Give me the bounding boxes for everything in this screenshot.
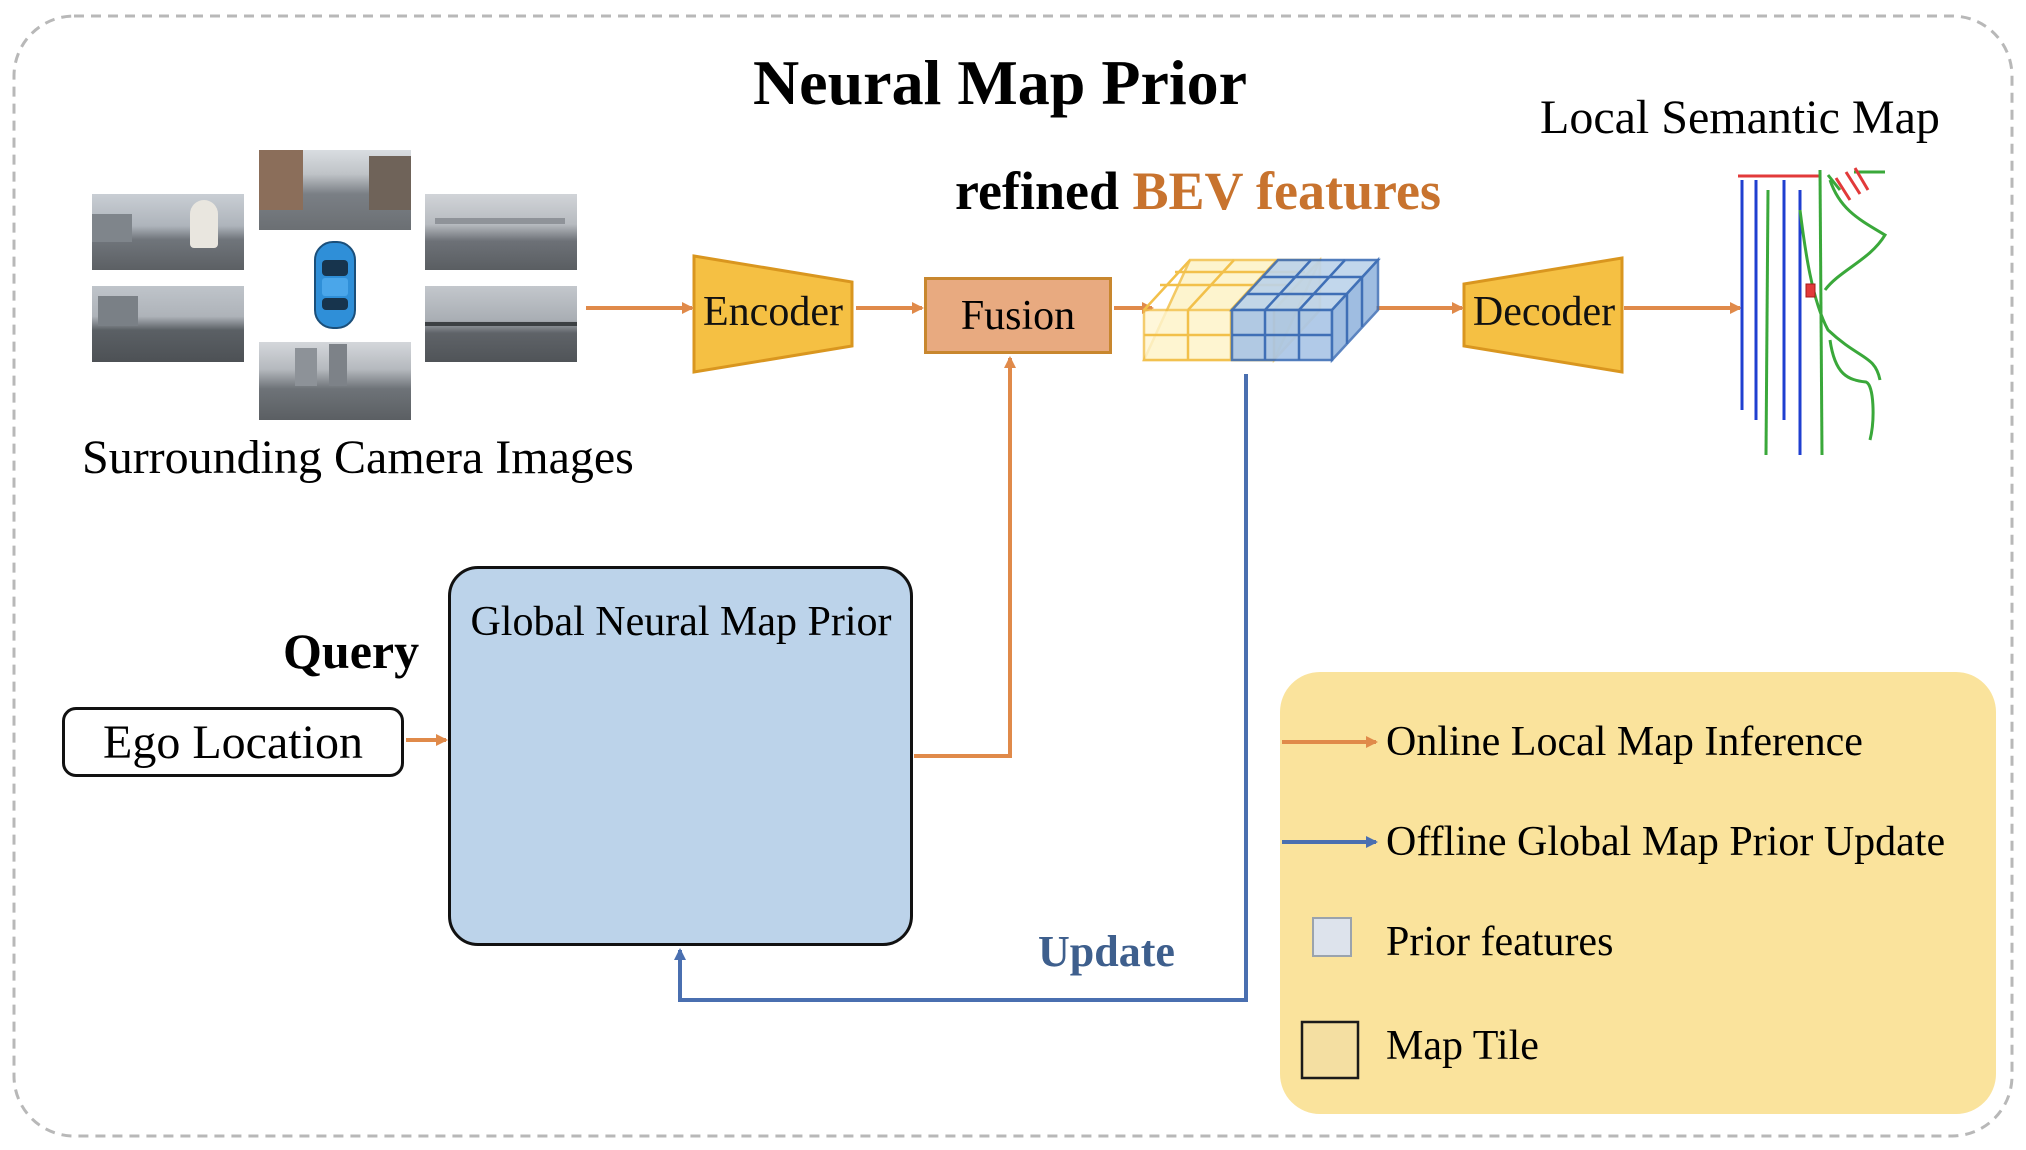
fusion-label: Fusion <box>960 292 1076 339</box>
bev-features-label: refined BEV features <box>955 160 1441 222</box>
legend-prior-features-swatch <box>1312 917 1352 957</box>
outer-frame <box>12 14 2014 1138</box>
legend-symbols <box>1282 736 1378 1080</box>
encoder-label: Encoder <box>703 289 843 335</box>
arrow-bev-to-prior-update <box>674 374 1248 1002</box>
ego-location-label: Ego Location <box>103 715 363 769</box>
legend-label-offline: Offline Global Map Prior Update <box>1386 819 1946 865</box>
global-neural-map-prior-label: Global Neural Map Prior <box>470 599 892 645</box>
decoder-label: Decoder <box>1472 289 1616 335</box>
ego-location-box: Ego Location <box>62 707 404 777</box>
query-label: Query <box>283 623 420 679</box>
legend-label-map-tile: Map Tile <box>1386 1023 1539 1069</box>
bev-feature-cube-refined <box>1229 256 1381 364</box>
car-icon <box>314 241 356 329</box>
bev-label-prefix: refined <box>955 161 1119 221</box>
bev-label-accent: BEV features <box>1132 161 1441 221</box>
diagram-title: Neural Map Prior <box>752 47 1248 118</box>
arrow-prior-to-fusion <box>914 356 1016 758</box>
camera-image-front <box>259 150 411 230</box>
camera-image-front-right <box>425 194 577 270</box>
global-neural-map-prior-panel <box>448 566 913 946</box>
local-semantic-map-drawing <box>1738 167 1888 456</box>
legend-label-online: Online Local Map Inference <box>1386 719 1863 765</box>
legend-label-prior-features: Prior features <box>1386 919 1614 965</box>
legend-map-tile-swatch <box>1300 1020 1360 1080</box>
fusion-block: Fusion <box>924 277 1112 354</box>
local-semantic-map-label: Local Semantic Map <box>1540 91 1940 144</box>
encoder-block <box>692 254 854 374</box>
camera-images-label: Surrounding Camera Images <box>82 431 634 484</box>
camera-image-back <box>259 342 411 420</box>
decoder-block <box>1462 256 1624 374</box>
update-label: Update <box>1038 927 1175 976</box>
camera-image-back-left <box>92 286 244 362</box>
camera-image-front-left <box>92 194 244 270</box>
legend-panel <box>1280 672 1996 1114</box>
camera-image-back-right <box>425 286 577 362</box>
